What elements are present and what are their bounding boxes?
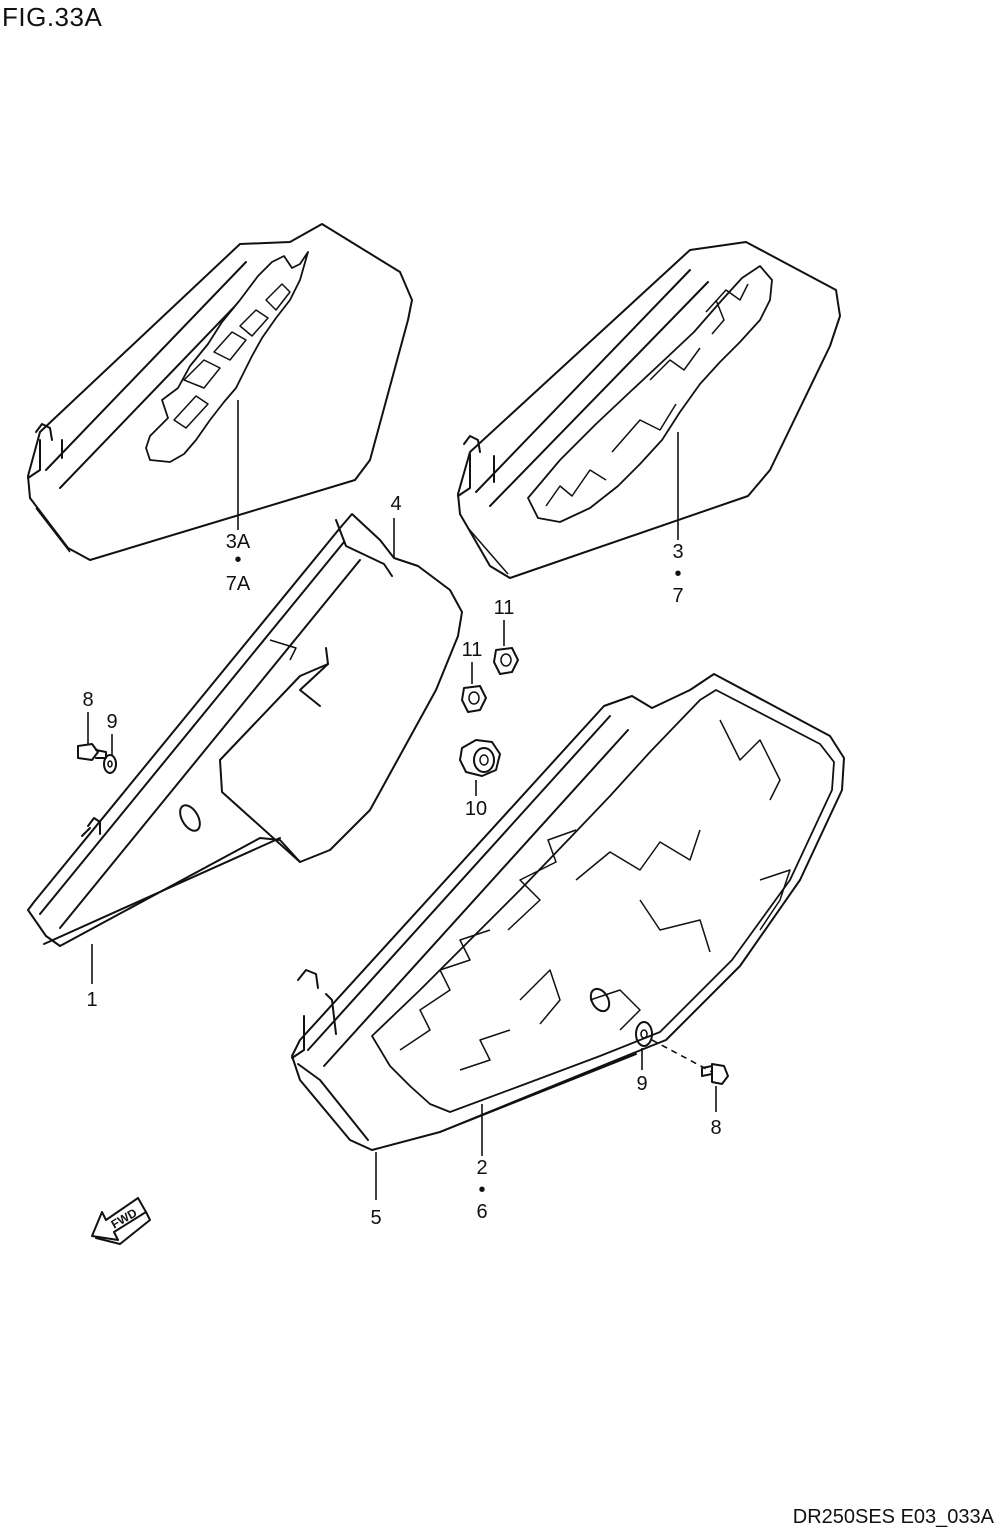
side-cover-decal-3 (457, 241, 841, 579)
grommet-10 (459, 739, 501, 796)
callout-9-right: 9 (636, 1073, 647, 1095)
callout-10: 10 (465, 798, 487, 820)
screw-8-left (77, 712, 107, 761)
callout-dot-3: • (674, 563, 681, 585)
screw-8-right (701, 1063, 729, 1112)
side-cover-left-1 (27, 513, 463, 984)
callout-7: 7 (672, 585, 683, 607)
callout-3: 3 (672, 541, 683, 563)
cushion-11-lower (461, 662, 487, 713)
callout-9-left: 9 (106, 711, 117, 733)
callout-3a: 3A (226, 531, 251, 553)
cushion-11-upper (493, 620, 519, 675)
callout-6: 6 (476, 1201, 487, 1223)
side-cover-large-2 (291, 673, 845, 1200)
callout-2: 2 (476, 1157, 487, 1179)
callout-8-right: 8 (710, 1117, 721, 1139)
figure-title: FIG.33A (2, 2, 103, 32)
callout-8-left: 8 (82, 689, 93, 711)
callout-dot-2: • (478, 1179, 485, 1201)
washer-9-left (103, 734, 117, 774)
callout-1: 1 (86, 989, 97, 1011)
callout-7a: 7A (226, 573, 251, 595)
callout-4: 4 (390, 493, 401, 515)
callout-11-lower: 11 (462, 639, 483, 661)
callout-11-upper: 11 (494, 597, 515, 619)
callout-dot-3a: • (234, 549, 241, 571)
callout-5: 5 (370, 1207, 381, 1229)
washer-9-right (635, 1021, 713, 1073)
diagram-code: DR250SES E03_033A (792, 1506, 994, 1528)
side-cover-decal-3a (27, 223, 413, 561)
forward-arrow-icon: FWD (91, 1197, 151, 1245)
